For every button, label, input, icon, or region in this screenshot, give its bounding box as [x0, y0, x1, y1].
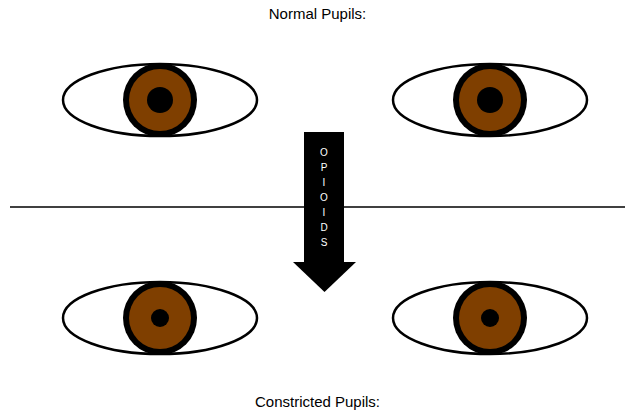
normal-eye-right — [393, 63, 587, 137]
normal-eye-left — [63, 63, 257, 137]
diagram-title: Normal Pupils: — [0, 5, 635, 23]
constricted-eye-right — [393, 281, 587, 355]
constricted-eye-left — [63, 281, 257, 355]
arrow-label: OPIOIDS — [320, 145, 328, 250]
diagram-caption: Constricted Pupils: — [0, 393, 635, 411]
down-arrow — [293, 132, 356, 292]
